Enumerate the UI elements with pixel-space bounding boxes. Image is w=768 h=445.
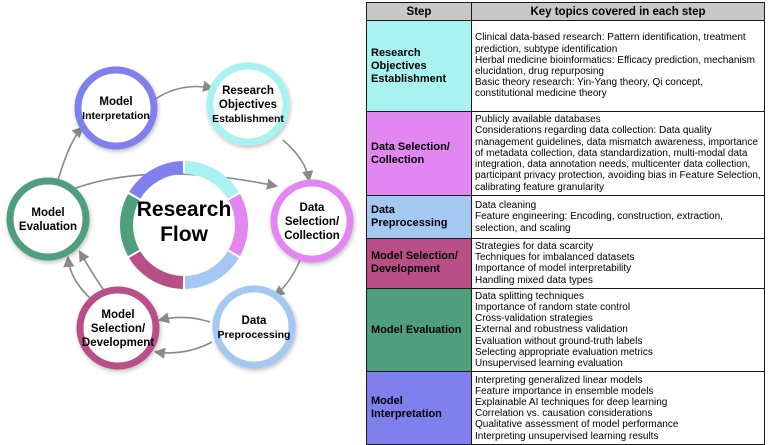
- flow-arrow: [273, 259, 301, 297]
- table-row: Data Selection/ Collection Publicly avai…: [366, 111, 765, 196]
- topics-cell: Data cleaning Feature engineering: Encod…: [471, 195, 765, 239]
- node-circle: [76, 286, 160, 370]
- node-label: Evaluation: [19, 221, 77, 233]
- table-row: Model Interpretation Interpreting genera…: [366, 371, 765, 445]
- node-label: Selection/: [285, 216, 340, 228]
- flow-arrow: [69, 173, 279, 191]
- ring-segment-research-objectives: [184, 161, 239, 199]
- topics-cell: Strategies for data scarcity Techniques …: [471, 238, 765, 289]
- flow-arrow: [57, 126, 84, 181]
- ring-segment-data-preprocessing: [184, 251, 239, 289]
- topic-item: Interpreting unsupervised learning resul…: [475, 430, 659, 442]
- table-row: Research Objectives Establishment Clinic…: [366, 20, 765, 112]
- key-topics-table: Step Key topics covered in each step Res…: [366, 2, 765, 445]
- node-label: Collection: [284, 230, 340, 242]
- topics-cell: Data splitting techniques Importance of …: [471, 287, 765, 373]
- topic-item: Basic theory research: Yin-Yang theory, …: [475, 77, 704, 100]
- step-cell: Research Objectives Establishment: [366, 20, 472, 112]
- topic-item: Techniques for imbalanced datasets: [475, 252, 635, 264]
- topic-item: Evaluation without ground-truth labels: [475, 335, 643, 347]
- topic-item: External and robustness validation: [475, 324, 628, 336]
- topic-item: Data splitting techniques: [475, 290, 584, 302]
- topic-item: Selecting appropriate evaluation metrics: [475, 346, 653, 358]
- flow-arrow: [153, 80, 215, 101]
- node-circle: [206, 62, 290, 146]
- node-circle: [212, 285, 296, 369]
- step-cell: Data Preprocessing: [366, 195, 472, 239]
- node-label: Research: [222, 85, 274, 97]
- header-step: Step: [366, 2, 472, 21]
- center-title-line1: Research: [137, 198, 232, 221]
- topics-cell: Clinical data-based research: Pattern id…: [471, 20, 765, 112]
- node-label: Objectives: [219, 99, 277, 111]
- research-flow-diagram: Research Flow ResearchObjectivesEstablis…: [6, 62, 354, 370]
- flow-arrow: [157, 312, 211, 324]
- step-cell: Model Evaluation: [366, 287, 472, 373]
- topics-cell: Interpreting generalized linear models F…: [471, 371, 765, 445]
- node-label: Establishment: [212, 113, 284, 125]
- node-label: Data: [300, 202, 326, 214]
- node-label: Preprocessing: [218, 329, 291, 341]
- topic-item: Explainable AI techniques for deep learn…: [475, 397, 668, 409]
- ring-segment-data-selection: [228, 193, 248, 257]
- node-label: Selection/: [91, 323, 146, 335]
- table-row: Model Evaluation Data splitting techniqu…: [366, 287, 765, 373]
- topic-item: Interpreting generalized linear models: [475, 374, 643, 386]
- center-title-line2: Flow: [160, 223, 208, 246]
- topic-item: Handling mixed data types: [475, 274, 593, 286]
- topic-item: Herbal medicine bioinformatics: Efficacy…: [475, 54, 755, 77]
- topic-item: Data cleaning: [475, 200, 537, 212]
- ring-segment-model-selection: [129, 251, 184, 289]
- header-topics: Key topics covered in each step: [471, 2, 765, 21]
- node-circle: [270, 179, 354, 263]
- topic-item: Publicly available databases: [475, 114, 601, 126]
- topic-item: Importance of random state control: [475, 302, 631, 314]
- topic-item: Strategies for data scarcity: [475, 241, 594, 252]
- table-row: Data Preprocessing Data cleaning Feature…: [366, 195, 765, 239]
- ring-segment-model-evaluation: [120, 193, 140, 257]
- topics-cell: Publicly available databases Considerati…: [471, 111, 765, 196]
- node-label: Interpretation: [82, 110, 150, 122]
- flow-arrow: [282, 139, 314, 183]
- topic-item: Feature importance in ensemble models: [475, 385, 654, 397]
- node-label: Model: [101, 309, 134, 321]
- topic-item: Importance of model interpretability: [475, 263, 632, 275]
- research-flow-ring: [120, 161, 248, 289]
- node-circle: [6, 177, 90, 261]
- topic-item: Considerations regarding data collection…: [475, 125, 761, 193]
- flow-arrow: [63, 255, 93, 301]
- node-label: Model: [31, 207, 64, 219]
- node-circle: [74, 66, 158, 150]
- topic-item: Unsupervised learning evaluation: [475, 358, 623, 370]
- topic-item: Cross-validation strategies: [475, 313, 593, 325]
- step-cell: Model Interpretation: [366, 371, 472, 445]
- node-label: Development: [82, 337, 154, 349]
- topic-item: Feature engineering: Encoding, construct…: [475, 211, 723, 234]
- step-cell: Data Selection/ Collection: [366, 111, 472, 196]
- topic-item: Clinical data-based research: Pattern id…: [475, 32, 746, 55]
- flow-arrow: [153, 341, 213, 359]
- ring-segment-model-interpretation: [129, 161, 184, 199]
- node-label: Data: [242, 315, 268, 327]
- step-cell: Model Selection/ Development: [366, 238, 472, 289]
- topic-item: Correlation vs. causation considerations: [475, 408, 653, 420]
- topic-item: Qualitative assessment of model performa…: [475, 419, 679, 431]
- node-label: Model: [99, 96, 132, 108]
- table-row: Model Selection/ Development Strategies …: [366, 238, 765, 289]
